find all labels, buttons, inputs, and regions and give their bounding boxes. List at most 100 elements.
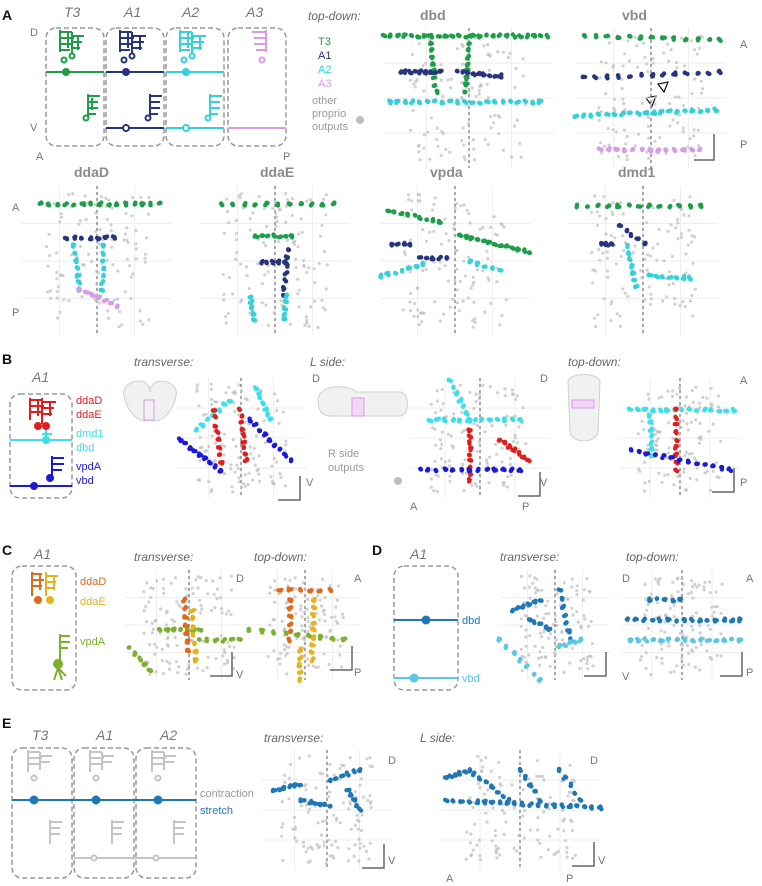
plot-d-transverse-point [563,643,568,648]
plot-b-topdown-background-point [679,425,683,429]
plot-d-topdown-background-point [699,643,703,647]
plot-vbd-background-point [642,41,646,46]
plot-b-topdown-background-point [663,473,667,477]
plot-b-transverse-background-point [215,400,219,404]
plot-b-transverse-point [257,428,263,433]
plot-d-transverse-background-point [586,667,590,671]
plot-d-transverse-point [531,619,536,624]
plot-dmd1-background-point [610,300,614,304]
plot-d-topdown-point [657,619,662,624]
plot-dbd-point [426,33,431,38]
plot-b-transverse-background-point [229,467,233,471]
plot-b-transverse-background-point [223,472,227,476]
plot-c-transverse-background-point [211,579,215,583]
plot-dbd-background-point [482,44,486,48]
plot-c-topdown-background-point [322,608,326,612]
plot-b-transverse-point [241,431,246,437]
plot-c-transverse-background-point [165,637,169,641]
plot-c-topdown-background-point [285,672,289,676]
plot-e-transverse-background-point [320,772,325,776]
plot-b-transverse-background-point [278,472,282,476]
segment-box-t3 [45,27,105,147]
segment-box-a2 [165,27,225,147]
plot-c-transverse-background-point [142,609,146,613]
plot-ddae-background-point [227,221,231,225]
plot-c-transverse-background-point [191,592,195,596]
plot-c-transverse-background-point [164,623,169,627]
plot-vbd-point [582,33,587,38]
plot-c-transverse-background-point [206,592,210,596]
plot-b-transverse-background-point [224,391,228,395]
plot-b-topdown-background-point [686,428,691,432]
plot-ddad-background-point [94,230,98,234]
plot-ddad-background-point [120,323,124,327]
plot-c-transverse-background-point [232,645,236,649]
view-label-c-topdown: top-down: [254,550,307,564]
plot-e-transverse-background-point [308,859,312,863]
plot-ddad-point [77,281,83,286]
plot-dbd-background-point [514,66,518,70]
plot-ddae-background-point [275,219,279,223]
plot-ddad-background-point [145,236,149,240]
plot-d-transverse-background-point [535,614,539,618]
plot-dmd1-background-point [683,305,687,309]
plot-dmd1-background-point [687,228,691,232]
plot-vbd-point [682,146,687,152]
plot-dbd-point [455,32,461,38]
plot-b-lside-background-point [460,410,464,414]
plot-e-lside-background-point [484,811,488,815]
plot-vpda-background-point [459,204,463,208]
plot-vbd-background-point [681,104,686,108]
plot-vpda-background-point [416,199,420,203]
plot-c-transverse-background-point [150,621,154,626]
plot-vbd-background-point [693,48,697,52]
plot-b-topdown-point [649,453,654,458]
plot-b-transverse-background-point [242,482,246,486]
plot-ddad-background-point [124,211,128,216]
plot-ddae-background-point [226,311,231,315]
panel-label-e: E [2,715,11,731]
plot-e-transverse-background-point [280,800,284,804]
plot-ddae-point [247,295,252,300]
plot-vpda-background-point [468,221,472,225]
plot-d-transverse-background-point [544,612,548,616]
plot-b-transverse-background-point [274,460,278,464]
plot-ddad-point [62,235,68,241]
plot-ddae-background-point [264,224,269,229]
plot-b-topdown-point [647,420,652,425]
plot-d-topdown-point [642,636,647,642]
plot-ddae-background-point [263,273,267,277]
plot-b-transverse-point [269,416,274,421]
plot-b-transverse-background-point [275,399,279,403]
plot-dbd-point [466,54,472,59]
plot-vbd-point [606,147,611,153]
segment-box-e-t3 [11,747,73,879]
plot-c-topdown-background-point [306,597,310,601]
plot-vbd-background-point [608,41,612,45]
plot-d-transverse-background-point [528,596,532,600]
panel-label-a: A [2,7,12,23]
plot-ddae-background-point [266,323,270,327]
plot-b-topdown-point [649,428,655,433]
plot-vbd-background-point [622,128,627,132]
plot-c-transverse-point [238,637,243,642]
plot-vbd-background-point [646,116,651,120]
plot-vbd-background-point [671,118,675,122]
plot-b-lside-point [466,476,472,482]
plot-e-transverse-background-point [318,771,322,775]
plot-d-transverse-background-point [583,617,587,621]
plot-b-transverse-background-point [257,472,261,476]
neuron-label-ddae-c: ddaE [80,596,106,608]
plot-title-ddae: ddaE [260,164,294,180]
plot-d-transverse-background-point [540,588,544,593]
plot-e-lside-background-point [476,754,480,759]
plot-d-transverse-point [510,608,516,613]
plot-b-topdown-background-point [694,458,698,462]
scale-bar-e-transverse [362,844,385,869]
axis-d-b-transverse: D [312,373,320,385]
plot-e-lside-background-point [480,769,484,774]
plot-ddae-point [252,203,257,208]
plot-vbd-point [599,147,604,152]
plot-ddae-point [281,312,287,317]
view-label-b-transverse: transverse: [134,355,193,369]
